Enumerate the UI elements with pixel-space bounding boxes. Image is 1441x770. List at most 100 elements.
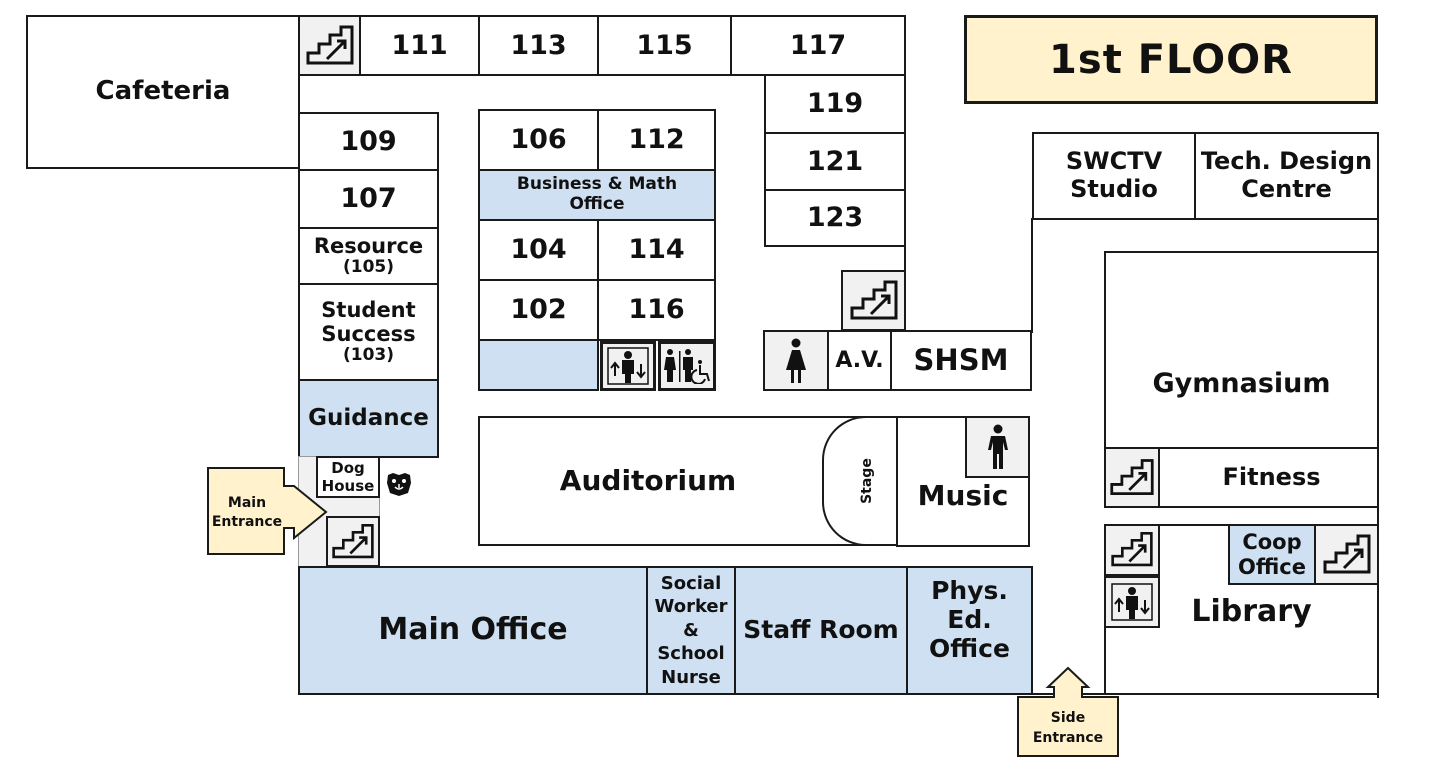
room-label: Gymnasium: [1152, 367, 1331, 399]
elevator-library[interactable]: [1104, 576, 1160, 628]
main-entrance-arrow-icon: [207, 467, 328, 555]
room-gymnasium[interactable]: Gymnasium: [1104, 251, 1379, 449]
room-label: 111: [391, 29, 448, 61]
washroom-men[interactable]: [965, 416, 1030, 478]
stairs-library[interactable]: [1104, 524, 1160, 576]
entrance-label: Entrance: [211, 514, 283, 530]
room-label: 117: [789, 29, 847, 61]
wall: [1031, 218, 1033, 333]
room-label: Dog: [331, 459, 365, 477]
room-label: Student: [321, 298, 416, 323]
room-resource[interactable]: Resource (105): [298, 227, 439, 285]
main-entrance-label[interactable]: Main Entrance: [208, 494, 286, 532]
room-113[interactable]: 113: [478, 15, 599, 76]
room-label: Worker: [654, 596, 728, 618]
room-label: 104: [510, 234, 567, 266]
side-entrance-arrow-icon: [1017, 666, 1119, 757]
room-swctv-studio[interactable]: SWCTV Studio: [1032, 132, 1196, 220]
room-label: 115: [636, 29, 693, 61]
room-label: 102: [510, 294, 567, 326]
room-business-math-office[interactable]: Business & Math Office: [478, 169, 716, 221]
room-tech-design-centre[interactable]: Tech. Design Centre: [1194, 132, 1379, 220]
stairs-icon: [306, 25, 353, 64]
room-label: 113: [510, 29, 567, 61]
room-label: Studio: [1070, 175, 1158, 203]
room-label: Office: [1238, 554, 1306, 579]
room-label: 119: [806, 88, 864, 120]
room-116[interactable]: 116: [597, 279, 716, 341]
room-label: Tech. Design: [1200, 147, 1373, 176]
room-label: &: [683, 619, 699, 641]
room-label: Office: [929, 633, 1010, 663]
room-main-office[interactable]: Main Office: [298, 566, 648, 695]
room-label: 114: [628, 234, 685, 266]
stairs-icon: [1111, 531, 1153, 567]
stairs-top-left[interactable]: [298, 15, 361, 76]
room-phys-ed-office[interactable]: Phys. Ed. Office: [906, 566, 1033, 695]
room-115[interactable]: 115: [597, 15, 732, 76]
room-guidance[interactable]: Guidance: [298, 379, 439, 458]
room-label: Coop: [1242, 530, 1302, 555]
room-label: Business & Math: [516, 174, 678, 195]
room-106[interactable]: 106: [478, 109, 599, 171]
stairs-center-right[interactable]: [841, 270, 906, 331]
room-coop-office[interactable]: Coop Office: [1228, 524, 1316, 585]
room-104[interactable]: 104: [478, 219, 599, 281]
room-label: Main Office: [378, 612, 568, 648]
room-label: 106: [510, 124, 567, 156]
room-dog-house[interactable]: Dog House: [316, 456, 380, 498]
room-102[interactable]: 102: [478, 279, 599, 341]
room-label: Auditorium: [559, 463, 737, 497]
room-shsm[interactable]: SHSM: [890, 330, 1032, 391]
room-label: Social: [660, 573, 722, 595]
side-entrance-label[interactable]: Side Entrance: [1018, 708, 1118, 748]
room-av[interactable]: A.V.: [827, 330, 892, 391]
room-student-success[interactable]: Student Success (103): [298, 283, 439, 381]
room-107[interactable]: 107: [298, 169, 439, 229]
entrance-label: Side: [1050, 710, 1086, 726]
room-label: Office: [569, 194, 625, 214]
room-121[interactable]: 121: [764, 132, 906, 191]
room-label: A.V.: [835, 347, 884, 373]
stairs-icon: [850, 280, 897, 319]
elevator-icon: [1111, 583, 1153, 621]
room-119[interactable]: 119: [764, 74, 906, 134]
elevator-icon: [607, 347, 649, 385]
washroom-accessible[interactable]: [658, 341, 716, 391]
room-label: 116: [628, 294, 685, 326]
room-label: Phys. Ed.: [931, 576, 1008, 635]
room-office-unlabeled[interactable]: [478, 339, 599, 391]
room-111[interactable]: 111: [359, 15, 480, 76]
room-112[interactable]: 112: [597, 109, 716, 171]
room-109[interactable]: 109: [298, 112, 439, 171]
accessible-washroom-icon: [664, 349, 710, 384]
room-label: 112: [628, 124, 685, 156]
room-label: Nurse: [661, 666, 721, 688]
room-label: Centre: [1241, 175, 1332, 203]
stairs-coop[interactable]: [1314, 524, 1379, 585]
room-social-worker-nurse[interactable]: Social Worker & School Nurse: [646, 566, 736, 695]
stairs-entrance[interactable]: [326, 516, 380, 567]
stairs-icon: [1323, 534, 1370, 573]
room-123[interactable]: 123: [764, 189, 906, 247]
room-staff-room[interactable]: Staff Room: [734, 566, 908, 695]
stairs-fitness[interactable]: [1104, 447, 1160, 508]
entrance-label: Entrance: [1032, 730, 1104, 746]
room-114[interactable]: 114: [597, 219, 716, 281]
room-117[interactable]: 117: [730, 15, 906, 76]
stairs-icon: [332, 523, 374, 558]
women-washroom-icon: [786, 338, 806, 383]
room-label: House: [321, 477, 375, 495]
room-label: Stage: [858, 458, 875, 504]
room-label: Library: [1191, 593, 1312, 629]
floor-title: 1st FLOOR: [964, 15, 1378, 104]
stairs-icon: [1110, 458, 1154, 495]
room-label: 107: [340, 183, 397, 215]
room-cafeteria[interactable]: Cafeteria: [26, 15, 300, 169]
elevator-center[interactable]: [600, 341, 656, 391]
room-label: Resource: [313, 234, 424, 259]
room-label: SHSM: [913, 342, 1009, 377]
room-label: Music: [917, 479, 1009, 513]
washroom-women[interactable]: [763, 330, 829, 391]
room-stage[interactable]: Stage: [822, 416, 898, 546]
